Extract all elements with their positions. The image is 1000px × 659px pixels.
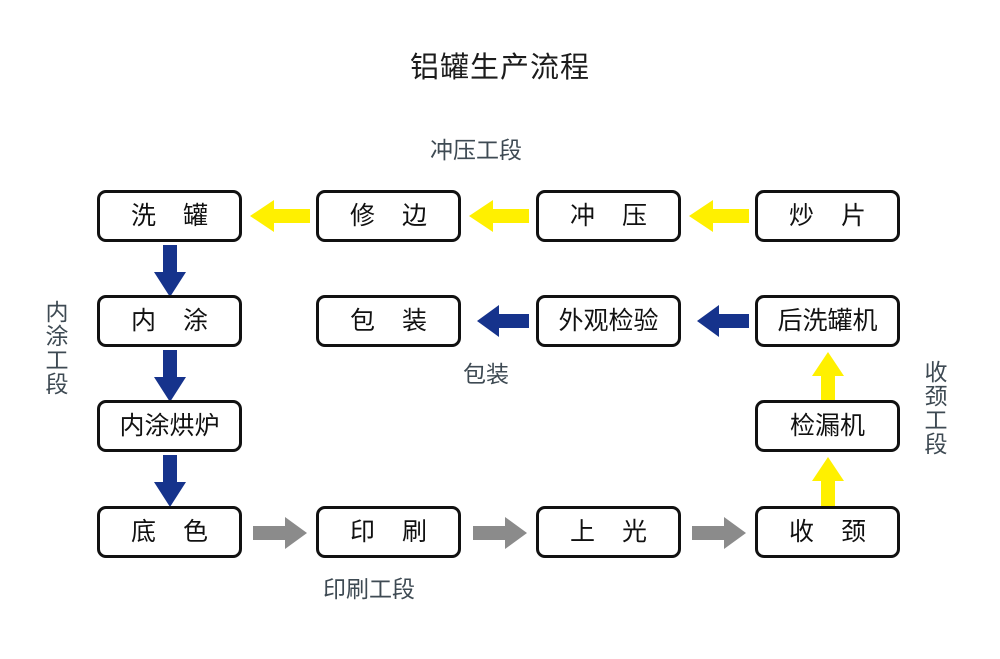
arrow-washing-to-inner-coating	[152, 245, 188, 297]
arrow-washer-to-inspection	[697, 303, 749, 339]
section-label-inner-coating: 内涂工段	[42, 300, 68, 396]
node-can-washing[interactable]: 洗 罐	[97, 190, 242, 242]
node-leak-tester[interactable]: 检漏机	[755, 400, 900, 452]
arrow-varnishing-to-necking	[692, 515, 746, 551]
node-post-can-washer[interactable]: 后洗罐机	[755, 295, 900, 347]
arrow-trimming-to-washing	[250, 196, 310, 236]
arrow-blanking-to-stamping	[689, 196, 749, 236]
node-appearance-inspection[interactable]: 外观检验	[536, 295, 681, 347]
section-label-printing: 印刷工段	[323, 576, 415, 602]
arrow-leak-tester-to-washer	[810, 352, 846, 402]
node-base-coat[interactable]: 底 色	[97, 506, 242, 558]
node-necking[interactable]: 收 颈	[755, 506, 900, 558]
page-title: 铝罐生产流程	[409, 52, 590, 84]
section-label-necking: 收颈工段	[921, 360, 947, 456]
node-varnishing[interactable]: 上 光	[536, 506, 681, 558]
arrow-base-coat-to-printing	[253, 515, 307, 551]
section-label-packaging: 包装	[463, 361, 509, 387]
arrow-printing-to-varnishing	[473, 515, 527, 551]
arrow-oven-to-base-coat	[152, 455, 188, 507]
node-inner-coating-oven[interactable]: 内涂烘炉	[97, 400, 242, 452]
arrow-stamping-to-trimming	[469, 196, 529, 236]
node-blanking[interactable]: 炒 片	[755, 190, 900, 242]
arrow-necking-to-leak-tester	[810, 457, 846, 507]
section-label-stamping: 冲压工段	[430, 137, 522, 163]
arrow-inner-coating-to-oven	[152, 350, 188, 402]
node-packaging[interactable]: 包 装	[316, 295, 461, 347]
node-printing[interactable]: 印 刷	[316, 506, 461, 558]
arrow-inspection-to-packaging	[477, 303, 529, 339]
node-inner-coating[interactable]: 内 涂	[97, 295, 242, 347]
node-stamping[interactable]: 冲 压	[536, 190, 681, 242]
node-trimming[interactable]: 修 边	[316, 190, 461, 242]
